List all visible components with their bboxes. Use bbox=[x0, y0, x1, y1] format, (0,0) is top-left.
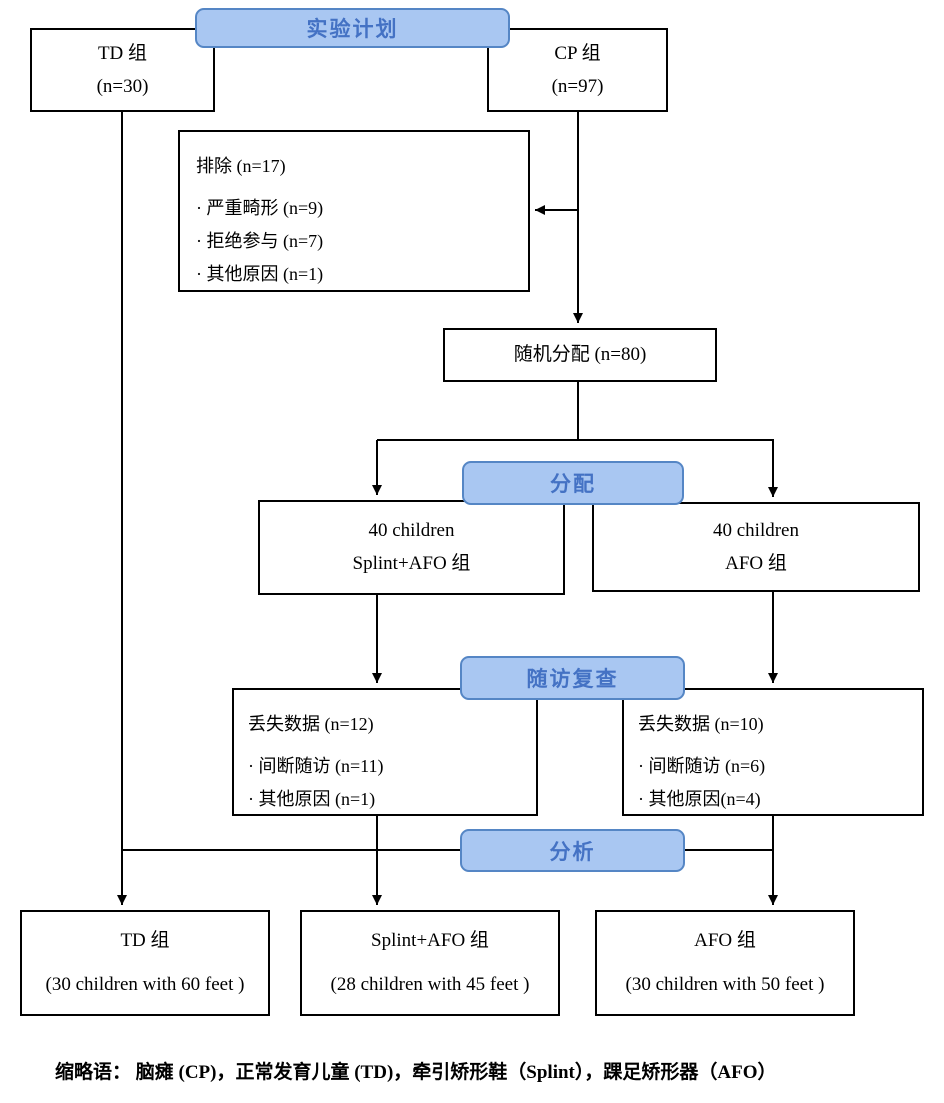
box-splint-lost-data: 丢失数据 (n=12) · 间断随访 (n=11) · 其他原因 (n=1) bbox=[232, 688, 538, 816]
splint-alloc-line1: 40 children bbox=[368, 520, 455, 542]
exclusion-item: · 其他原因 (n=1) bbox=[196, 264, 324, 284]
afo-final-line1: AFO 组 bbox=[694, 930, 756, 952]
td-final-line2: (30 children with 60 feet ) bbox=[45, 974, 245, 995]
exclusion-item: · 严重畸形 (n=9) bbox=[196, 198, 324, 218]
splint-alloc-line2: Splint+AFO 组 bbox=[352, 553, 471, 574]
splint-final-line1: Splint+AFO 组 bbox=[371, 930, 489, 952]
box-splint-afo-allocated: 40 children Splint+AFO 组 bbox=[258, 500, 565, 595]
abbreviations-note: 缩略语： 脑瘫 (CP)，正常发育儿童 (TD)，牵引矫形鞋（Splint），踝… bbox=[55, 1062, 777, 1083]
box-td-group-initial: TD 组 (n=30) bbox=[30, 28, 215, 112]
box-afo-lost-data: 丢失数据 (n=10) · 间断随访 (n=6) · 其他原因(n=4) bbox=[622, 688, 924, 816]
box-splint-final: Splint+AFO 组 (28 children with 45 feet ) bbox=[300, 910, 560, 1016]
afo-lost-item: · 其他原因(n=4) bbox=[638, 789, 761, 809]
splint-final-line2: (28 children with 45 feet ) bbox=[330, 974, 530, 995]
afo-alloc-line2: AFO 组 bbox=[725, 552, 787, 574]
td-initial-line1: TD 组 bbox=[97, 42, 148, 64]
stage-banner-followup: 随访复查 bbox=[460, 656, 685, 700]
box-td-final: TD 组 (30 children with 60 feet ) bbox=[20, 910, 270, 1016]
splint-lost-item: · 其他原因 (n=1) bbox=[248, 789, 376, 809]
cp-initial-line2: (n=97) bbox=[551, 75, 604, 97]
td-final-line1: TD 组 bbox=[120, 930, 170, 952]
exclusion-title: 排除 (n=17) bbox=[196, 156, 286, 176]
splint-lost-items: · 间断随访 (n=11) · 其他原因 (n=1) bbox=[248, 750, 383, 816]
stage-analysis-label: 分析 bbox=[549, 839, 596, 864]
afo-lost-items: · 间断随访 (n=6) · 其他原因(n=4) bbox=[638, 750, 765, 816]
randomized-label: 随机分配 (n=80) bbox=[513, 344, 647, 366]
exclusion-items: · 严重畸形 (n=9) · 拒绝参与 (n=7) · 其他原因 (n=1) bbox=[196, 192, 323, 291]
afo-lost-title: 丢失数据 (n=10) bbox=[638, 714, 764, 734]
afo-lost-item: · 间断随访 (n=6) bbox=[638, 756, 766, 776]
box-afo-allocated: 40 children AFO 组 bbox=[592, 502, 920, 592]
stage-plan-label: 实验计划 bbox=[306, 17, 399, 41]
stage-allocation-label: 分配 bbox=[550, 472, 596, 496]
box-cp-group-initial: CP 组 (n=97) bbox=[487, 28, 668, 112]
splint-lost-title: 丢失数据 (n=12) bbox=[248, 714, 374, 734]
box-randomized: 随机分配 (n=80) bbox=[443, 328, 717, 382]
splint-lost-item: · 间断随访 (n=11) bbox=[248, 756, 384, 776]
exclusion-item: · 拒绝参与 (n=7) bbox=[196, 231, 324, 251]
stage-banner-analysis: 分析 bbox=[460, 829, 685, 872]
stage-banner-plan: 实验计划 bbox=[195, 8, 510, 48]
stage-followup-label: 随访复查 bbox=[526, 667, 619, 691]
stage-banner-allocation: 分配 bbox=[462, 461, 684, 505]
cp-initial-line1: CP 组 bbox=[554, 42, 601, 64]
afo-final-line2: (30 children with 50 feet ) bbox=[625, 974, 825, 995]
box-exclusion: 排除 (n=17) · 严重畸形 (n=9) · 拒绝参与 (n=7) · 其他… bbox=[178, 130, 530, 292]
box-afo-final: AFO 组 (30 children with 50 feet ) bbox=[595, 910, 855, 1016]
afo-alloc-line1: 40 children bbox=[712, 519, 799, 541]
td-initial-line2: (n=30) bbox=[96, 75, 149, 97]
